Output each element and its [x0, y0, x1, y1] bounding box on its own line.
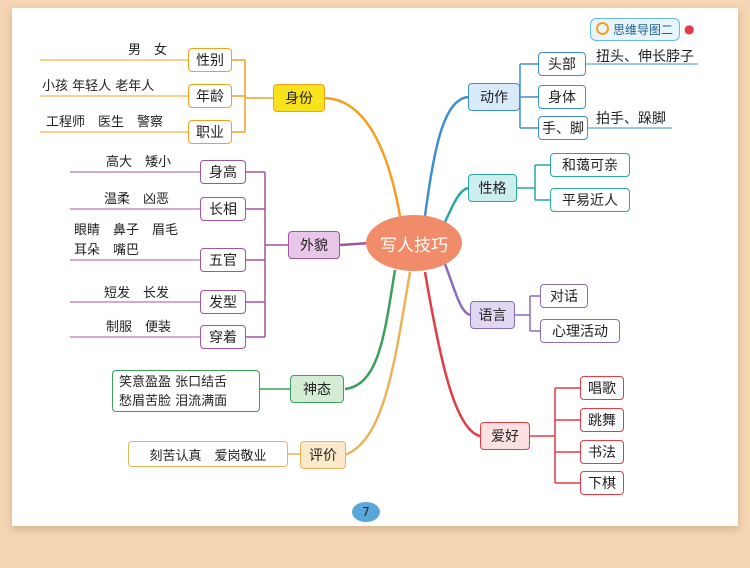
expression-line2: 愁眉苦脸 泪流满面: [119, 394, 228, 409]
node-calligraphy: 书法: [580, 440, 624, 464]
node-features: 五官: [200, 248, 246, 272]
node-expression: 神态: [290, 375, 344, 403]
evaluation-connector: [288, 453, 300, 455]
node-body: 身体: [538, 85, 586, 109]
node-gender: 性别: [188, 48, 232, 72]
node-age: 年龄: [188, 84, 232, 108]
node-inner-thoughts: 心理活动: [540, 319, 620, 343]
node-height: 身高: [200, 160, 246, 184]
node-singing: 唱歌: [580, 376, 624, 400]
detail-hands-feet: 拍手、跺脚: [596, 111, 666, 127]
node-hairstyle: 发型: [200, 290, 246, 314]
detail-occupation: 工程师 医生 警察: [46, 115, 164, 130]
detail-clothing: 制服 便装: [106, 320, 172, 335]
detail-features-line1: 眼睛 鼻子 眉毛: [74, 223, 179, 238]
node-occupation: 职业: [188, 120, 232, 144]
detail-features-line2: 耳朵 嘴巴: [74, 243, 140, 258]
detail-head: 扭头、伸长脖子: [596, 49, 694, 65]
magnifier-icon: [596, 21, 609, 35]
balloons-icon: ●: [684, 22, 695, 36]
node-identity: 身份: [273, 84, 325, 112]
node-dancing: 跳舞: [580, 408, 624, 432]
node-language: 语言: [470, 301, 515, 329]
node-personality: 性格: [468, 174, 517, 202]
node-looks: 长相: [200, 197, 246, 221]
node-approachable: 平易近人: [550, 188, 630, 212]
detail-gender: 男 女: [128, 43, 168, 58]
badge-label: 思维导图二: [613, 22, 674, 37]
mindmap-badge: 思维导图二 ●: [590, 16, 710, 42]
evaluation-detail: 刻苦认真 爱岗敬业: [128, 441, 288, 467]
node-kindly: 和蔼可亲: [550, 153, 630, 177]
node-action: 动作: [468, 83, 520, 111]
node-chess: 下棋: [580, 471, 624, 495]
detail-looks: 温柔 凶恶: [104, 192, 170, 207]
expression-connector: [260, 388, 290, 390]
center-topic: 写人技巧: [366, 215, 462, 271]
detail-age: 小孩 年轻人 老年人: [42, 79, 155, 94]
node-hobby: 爱好: [480, 422, 530, 450]
detail-hairstyle: 短发 长发: [104, 286, 170, 301]
node-appearance: 外貌: [288, 231, 340, 259]
node-hands-feet: 手、脚: [538, 116, 588, 140]
page-number: 7: [352, 502, 380, 522]
expression-line1: 笑意盈盈 张口结舌: [119, 375, 228, 390]
node-clothing: 穿着: [200, 325, 246, 349]
node-evaluation: 评价: [300, 441, 346, 469]
detail-height: 高大 矮小: [106, 155, 172, 170]
expression-box: 笑意盈盈 张口结舌 愁眉苦脸 泪流满面: [112, 370, 260, 412]
node-head: 头部: [538, 52, 586, 76]
node-dialogue: 对话: [540, 284, 588, 308]
